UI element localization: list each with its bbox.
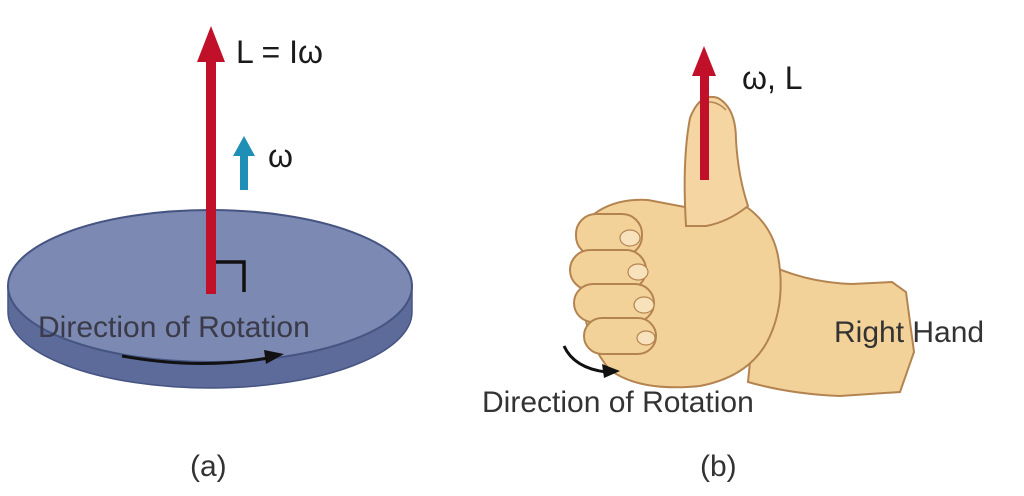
rotation-arrow-b <box>562 345 620 378</box>
right-hand-label: Right Hand <box>834 316 985 349</box>
wrist-icon <box>746 258 916 398</box>
rotation-direction-label-a: Direction of Rotation <box>38 311 310 344</box>
panel-a <box>7 26 413 389</box>
omega-L-label: ω, L <box>742 60 803 96</box>
angular-momentum-arrow <box>197 26 225 294</box>
angular-momentum-label: L = Iω <box>236 34 323 70</box>
curled-fingers-icon <box>569 213 657 355</box>
omega-L-arrow <box>692 46 716 180</box>
right-angle-marker <box>211 260 246 292</box>
rotation-arrow-a <box>121 350 284 366</box>
rotation-direction-label-b: Direction of Rotation <box>482 386 754 419</box>
angular-velocity-arrow <box>233 136 255 190</box>
panel-b-caption: (b) <box>700 450 737 483</box>
panel-b <box>562 46 916 398</box>
panel-a-caption: (a) <box>190 450 227 483</box>
thumb-icon <box>683 96 750 227</box>
angular-velocity-label: ω <box>268 138 293 174</box>
